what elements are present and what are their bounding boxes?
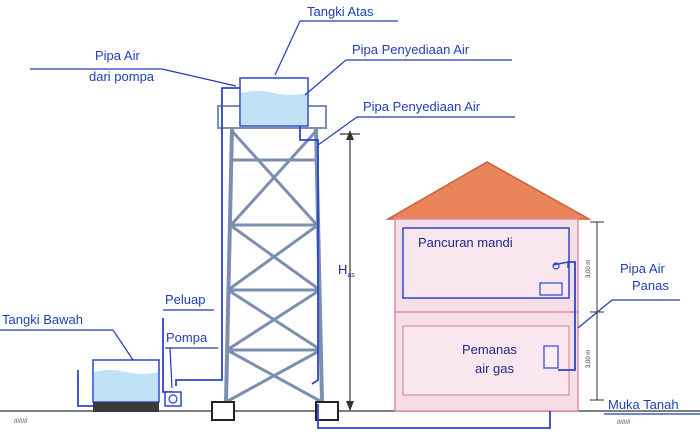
label-air-gas: air gas	[475, 361, 515, 376]
water-tower	[224, 127, 324, 404]
pump-icon	[164, 391, 182, 407]
label-pemanas: Pemanas	[462, 342, 517, 357]
dimension-lines	[590, 221, 604, 401]
label-h-main: H	[338, 262, 347, 277]
dimension-upper: 3,00 m	[586, 260, 592, 278]
label-peluap: Peluap	[165, 292, 205, 307]
upper-tank	[239, 77, 309, 127]
gas-heater	[543, 345, 559, 369]
dimension-lower: 3,00 m	[586, 350, 592, 368]
label-panas: Panas	[632, 278, 669, 293]
label-pipa-air: Pipa Air	[95, 48, 140, 63]
label-h: Has	[338, 262, 355, 279]
label-pompa: Pompa	[166, 330, 208, 345]
label-pipa-air-panas: Pipa Air	[620, 261, 665, 276]
label-pancuran-mandi: Pancuran mandi	[418, 235, 513, 250]
tower-footing-right	[315, 401, 339, 421]
upper-room	[402, 227, 570, 299]
label-dari-pompa: dari pompa	[89, 69, 155, 84]
leader-lines	[0, 20, 700, 415]
tower-footing-left	[211, 401, 235, 421]
hot-water-pipe	[558, 261, 576, 371]
shower-box	[539, 282, 563, 296]
label-pipa-penyediaan-2: Pipa Penyediaan Air	[363, 99, 481, 114]
label-muka-tanah: Muka Tanah	[608, 397, 679, 412]
label-pipa-penyediaan-1: Pipa Penyediaan Air	[352, 42, 470, 57]
label-tangki-bawah: Tangki Bawah	[2, 312, 83, 327]
ground-hatch-right: ////////	[617, 420, 631, 426]
house	[385, 161, 592, 412]
shower-nozzle-icon	[552, 262, 560, 270]
label-tangki-atas: Tangki Atas	[307, 4, 374, 19]
height-dimension	[340, 130, 360, 411]
house-roof	[385, 161, 592, 220]
ground-hatch-left: ////////	[14, 419, 28, 425]
label-h-sub: as	[347, 272, 355, 279]
lower-room	[402, 325, 570, 396]
lower-tank	[92, 359, 160, 412]
